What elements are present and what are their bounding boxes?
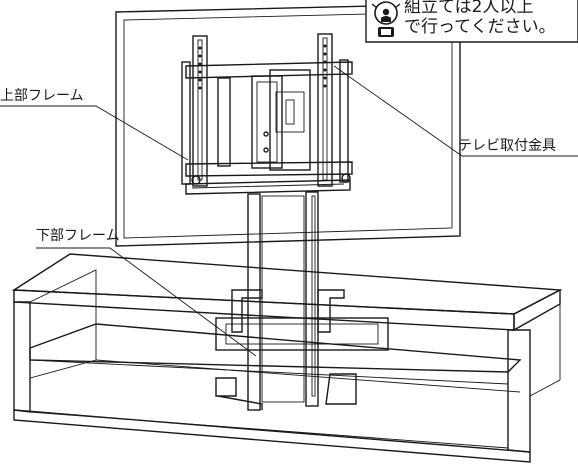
label-upper-frame: 上部フレーム bbox=[0, 88, 189, 161]
upper-frame-label: 上部フレーム bbox=[0, 88, 84, 104]
label-tv-bracket: テレビ取付金具 bbox=[333, 65, 578, 157]
tv-mounting-bracket bbox=[181, 33, 353, 187]
notice-line-1: 組立ては2人以上 bbox=[404, 0, 533, 17]
lower-frame-label: 下部フレーム bbox=[36, 228, 120, 244]
tv-screen bbox=[115, 3, 461, 247]
notice-line-2: で行ってください。 bbox=[404, 17, 556, 37]
tv-cabinet bbox=[11, 253, 563, 463]
two-person-warning-icon bbox=[371, 1, 401, 37]
assembly-notice-callout: 組立ては2人以上 で行ってください。 bbox=[365, 0, 578, 43]
label-lower-frame: 下部フレーム bbox=[36, 228, 257, 357]
stand-columns bbox=[185, 179, 389, 411]
tv-bracket-label: テレビ取付金具 bbox=[458, 138, 556, 154]
